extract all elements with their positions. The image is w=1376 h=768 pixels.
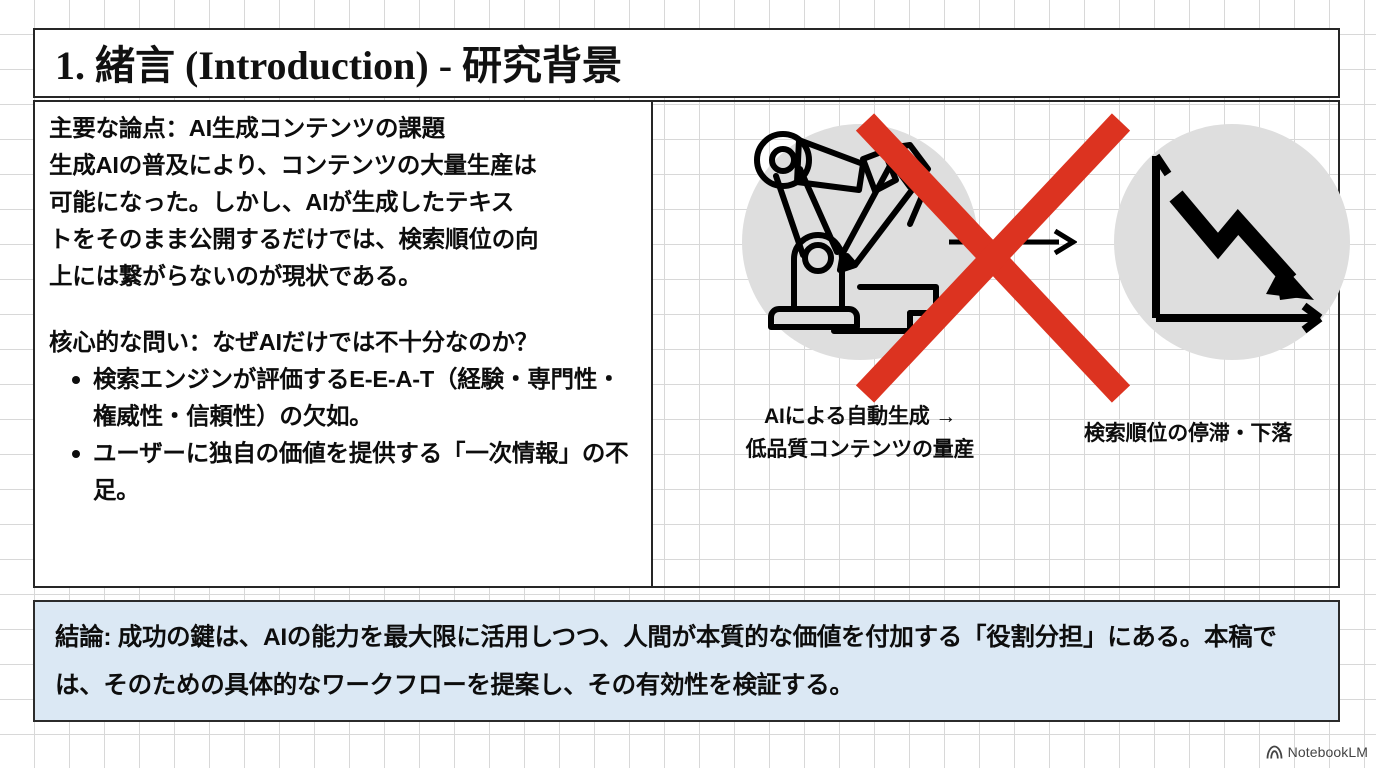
left-text-panel: 主要な論点：AI生成コンテンツの課題 生成AIの普及により、コンテンツの大量生産…: [33, 100, 653, 588]
paragraph-line-3: トをそのまま公開するだけでは、検索順位の向: [49, 226, 539, 252]
right-caption: 検索順位の停滞・下落: [1084, 422, 1292, 445]
list-item-label: ユーザーに独自の価値を提供する「一次情報」の不足。: [93, 440, 629, 503]
right-diagram-panel: AIによる自動生成 → 低品質コンテンツの量産 検索順位の停滞・下落: [651, 100, 1350, 590]
left-panel-content: 主要な論点：AI生成コンテンツの課題 生成AIの普及により、コンテンツの大量生産…: [49, 110, 641, 509]
paragraph-spacer: [49, 295, 641, 324]
slide-body: 主要な論点：AI生成コンテンツの課題 生成AIの普及により、コンテンツの大量生産…: [33, 100, 1350, 590]
left-caption-line-2: 低品質コンテンツの量産: [745, 438, 975, 461]
notebooklm-watermark: NotebookLM: [1266, 744, 1368, 760]
page-title: 1. 緒言 (Introduction) - 研究背景: [55, 42, 623, 88]
watermark-label: NotebookLM: [1287, 744, 1368, 760]
list-item: ユーザーに独自の価値を提供する「一次情報」の不足。: [49, 435, 641, 509]
paragraph-line-2: 可能になった。しかし、AIが生成したテキス: [49, 189, 515, 215]
slide-title-bar: 1. 緒言 (Introduction) - 研究背景: [33, 28, 1340, 98]
reason-bullet-list: 検索エンジンが評価するE-E-A-T（経験・専門性・権威性・信頼性）の欠如。 ユ…: [49, 361, 641, 509]
list-item: 検索エンジンが評価するE-E-A-T（経験・専門性・権威性・信頼性）の欠如。: [49, 361, 641, 435]
paragraph-line-1: 生成AIの普及により、コンテンツの大量生産は: [49, 152, 537, 178]
notebooklm-logo-icon: [1266, 745, 1283, 759]
concept-diagram: AIによる自動生成 → 低品質コンテンツの量産 検索順位の停滞・下落: [653, 102, 1350, 590]
conclusion-text: 結論: 成功の鍵は、AIの能力を最大限に活用しつつ、人間が本質的な価値を付加する…: [55, 624, 1277, 699]
main-point-heading: 主要な論点：AI生成コンテンツの課題: [49, 115, 445, 141]
conclusion-callout-box: 結論: 成功の鍵は、AIの能力を最大限に活用しつつ、人間が本質的な価値を付加する…: [33, 600, 1340, 722]
declining-chart-icon: [1152, 153, 1323, 334]
left-caption-line-1: AIによる自動生成 →: [763, 405, 956, 428]
left-caption: AIによる自動生成 → 低品質コンテンツの量産: [679, 400, 1041, 466]
bullet-dot-icon: [72, 376, 80, 384]
core-question-heading: 核心的な問い：なぜAIだけでは不十分なのか？: [49, 329, 539, 355]
list-item-label: 検索エンジンが評価するE-E-A-T（経験・専門性・権威性・信頼性）の欠如。: [93, 366, 621, 429]
paragraph-line-4: 上には繋がらないのが現状である。: [49, 263, 422, 289]
red-x-cross-icon: [855, 113, 1131, 403]
bullet-dot-icon: [72, 450, 80, 458]
